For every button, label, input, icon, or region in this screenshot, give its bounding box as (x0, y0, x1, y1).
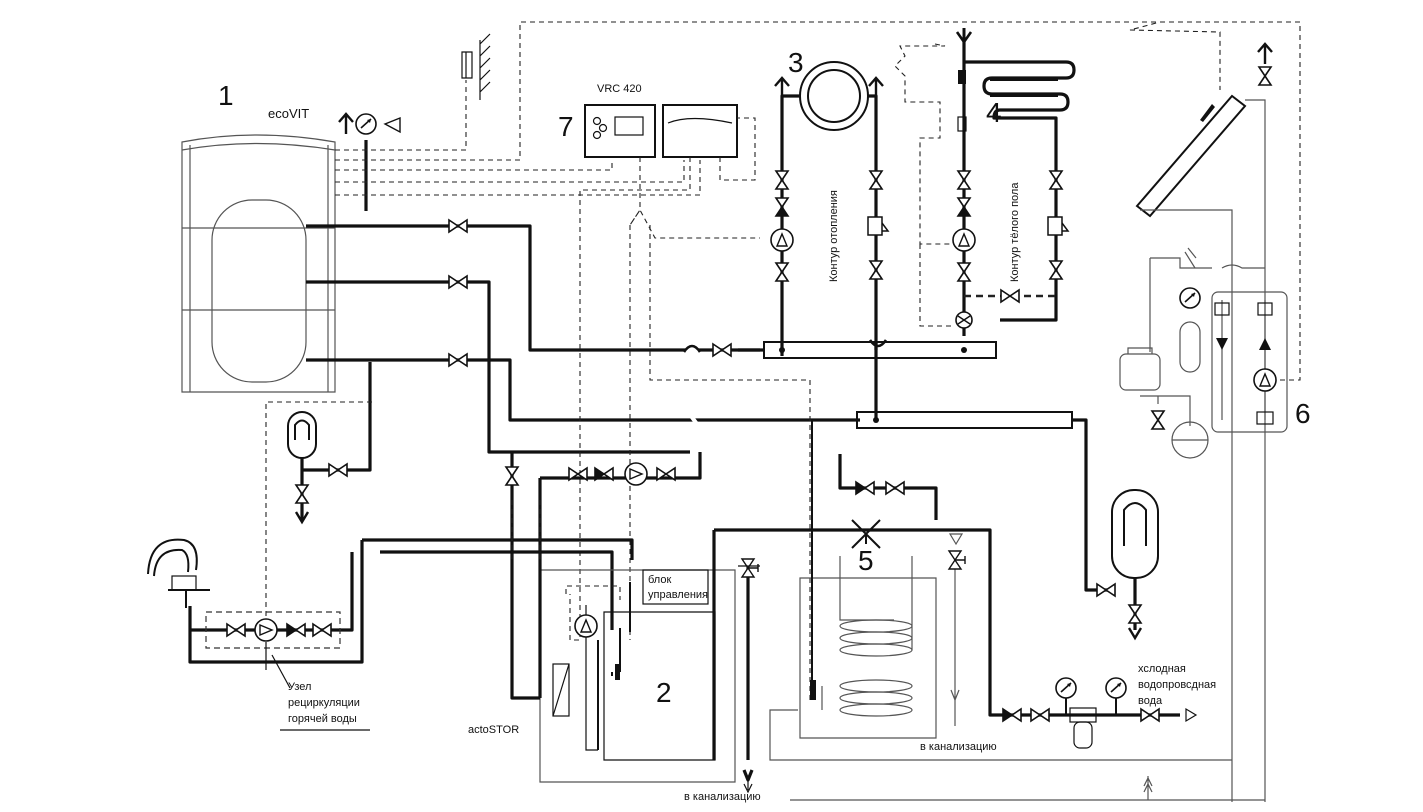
label-ecovit: ecoVIT (268, 106, 309, 121)
floor-pump (952, 228, 976, 252)
number-1: 1 (218, 80, 234, 111)
label-acto: actoSTOR (468, 724, 519, 736)
diagram-labels: 1 2 3 4 5 6 7 ecoVIT VRC 420 Контур отоп… (218, 47, 1311, 803)
heating-pump (770, 228, 794, 252)
label-floor-circuit: Контур тёлого пола (1009, 182, 1021, 282)
number-2: 2 (656, 677, 672, 708)
label-recirc-1: Узел (288, 681, 311, 693)
dhw-valve (448, 353, 468, 367)
label-cold-water-1: хслодная (1138, 663, 1186, 675)
label-cold-water-2: водопровсдная (1138, 679, 1216, 691)
faucet-icon (147, 538, 210, 608)
label-control-block-2: управления (648, 589, 708, 601)
number-6: 6 (1295, 398, 1311, 429)
controller-vrc420 (584, 104, 738, 158)
number-3: 3 (788, 47, 804, 78)
boiler-ecovit (181, 134, 336, 393)
label-cold-water-3: вода (1138, 695, 1163, 707)
label-drain-left: в канализацию (684, 791, 761, 803)
return-valve (448, 275, 468, 289)
label-recirc-3: горячей воды (288, 713, 357, 725)
number-4: 4 (986, 97, 1002, 128)
number-5: 5 (858, 545, 874, 576)
supply-valve (448, 219, 468, 233)
label-drain-right: в канализацию (920, 741, 997, 753)
label-control-block-1: блок (648, 574, 671, 586)
label-recirc-2: рециркуляции (288, 697, 360, 709)
acto-pump (624, 462, 648, 486)
label-heating-circuit: Контур отопления (828, 190, 840, 282)
label-vrc420: VRC 420 (597, 83, 642, 95)
number-7: 7 (558, 111, 574, 142)
recirculation-pump (254, 618, 278, 642)
